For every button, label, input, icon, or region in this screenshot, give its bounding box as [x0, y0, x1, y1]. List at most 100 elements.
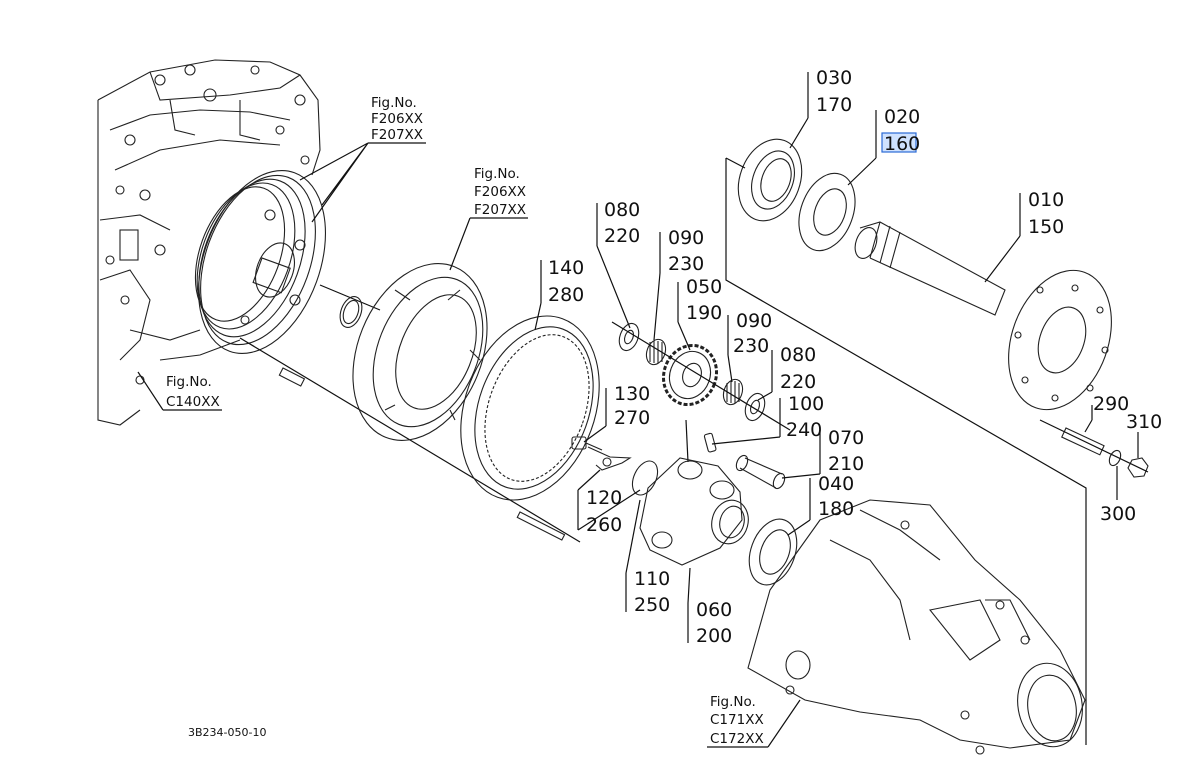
part-ref-number: 010	[1028, 189, 1064, 211]
part-qty-number: 240	[786, 419, 822, 441]
diagram-code: 3B234-050-10	[188, 726, 266, 739]
callout-100[interactable]: 100 240	[711, 393, 824, 445]
part-ref-number: 080	[780, 344, 816, 366]
axle-group-bracket	[725, 158, 1087, 745]
ring-gear-drawing	[460, 315, 600, 501]
part-ref-number: 110	[634, 568, 670, 590]
needle-bearing-090-drawing	[645, 338, 667, 366]
callout-070[interactable]: 070 210	[781, 427, 864, 479]
fig-ref-clutch-plate[interactable]: Fig.No. F206XX F207XX	[449, 166, 528, 271]
callout-120[interactable]: 120 260	[577, 469, 641, 536]
part-ref-number: 030	[816, 67, 852, 89]
fig-ref-line: C171XX	[710, 712, 764, 728]
part-ref-number: 060	[696, 599, 732, 621]
fig-ref-line: C172XX	[710, 731, 764, 747]
part-qty-number-selected[interactable]: 160	[884, 133, 920, 155]
part-qty-number: 190	[686, 302, 722, 324]
callout-040[interactable]: 040 180	[787, 473, 854, 536]
pin-100-drawing	[703, 432, 717, 453]
callout-090b[interactable]: 090 230	[727, 310, 772, 383]
axle-group-bracket-2	[725, 157, 746, 169]
part-ref-number: 090	[668, 227, 704, 249]
part-ref-number: 300	[1100, 503, 1136, 525]
planet-carrier-060-drawing	[639, 457, 749, 566]
part-ref-number: 100	[788, 393, 824, 415]
planet-shaft-070-drawing	[735, 454, 786, 490]
part-qty-number: 200	[696, 625, 732, 647]
part-qty-number: 230	[668, 253, 704, 275]
stud-axis-line	[1039, 419, 1149, 473]
collar-020-drawing	[798, 172, 856, 252]
callout-080b[interactable]: 080 220	[757, 344, 816, 401]
part-ref-number: 050	[686, 276, 722, 298]
needle-bearing-090b-drawing	[722, 378, 744, 406]
part-ref-number: 140	[548, 257, 584, 279]
callout-140[interactable]: 140 280	[534, 257, 584, 331]
part-ref-number: 090	[736, 310, 772, 332]
part-qty-number: 210	[828, 453, 864, 475]
fig-ref-housing-top[interactable]: Fig.No. F206XX F207XX	[299, 95, 426, 223]
snap-ring-drawing	[631, 460, 659, 496]
part-ref-number: 070	[828, 427, 864, 449]
axle-shaft-010-drawing	[854, 221, 1112, 411]
callout-130[interactable]: 130 270	[583, 383, 650, 443]
part-ref-number: 080	[604, 199, 640, 221]
callout-300[interactable]: 300	[1100, 466, 1136, 525]
fig-ref-line: F206XX	[371, 111, 423, 127]
part-ref-number: 120	[586, 487, 622, 509]
callout-060[interactable]: 060 200	[687, 567, 732, 647]
washer-080-drawing	[618, 322, 640, 352]
gear-stack-axis	[611, 321, 791, 431]
callout-310[interactable]: 310	[1126, 411, 1162, 458]
bearing-040-drawing	[748, 518, 798, 586]
part-qty-number: 170	[816, 94, 852, 116]
part-ref-number: 290	[1093, 393, 1129, 415]
fig-ref-line: F206XX	[474, 184, 526, 200]
part-ref-number: 310	[1126, 411, 1162, 433]
fig-ref-line: F207XX	[371, 127, 423, 143]
oil-seal-030-drawing	[737, 138, 803, 222]
fig-ref-axle-case[interactable]: Fig.No. C171XX C172XX	[707, 694, 801, 748]
pin-drawings	[278, 367, 566, 541]
callout-050[interactable]: 050 190	[677, 276, 722, 351]
fig-ref-title: Fig.No.	[371, 95, 417, 111]
stud-290-drawing	[1061, 427, 1105, 456]
callout-290[interactable]: 290	[1084, 393, 1129, 433]
o-ring-drawing	[339, 296, 363, 328]
part-qty-number: 150	[1028, 216, 1064, 238]
callout-080a[interactable]: 080 220	[596, 199, 640, 329]
fig-ref-line: C140XX	[166, 394, 220, 410]
fig-ref-title: Fig.No.	[166, 374, 212, 390]
callout-030[interactable]: 030 170	[789, 67, 852, 149]
washer-300-drawing	[1108, 449, 1122, 467]
fig-ref-title: Fig.No.	[710, 694, 756, 710]
selection-highlight	[881, 132, 917, 153]
part-qty-number: 180	[818, 498, 854, 520]
callout-090a[interactable]: 090 230	[653, 227, 704, 341]
part-qty-number: 250	[634, 594, 670, 616]
axle-case-drawing	[747, 499, 1086, 755]
part-qty-number: 220	[780, 371, 816, 393]
fig-ref-housing-left[interactable]: Fig.No. C140XX	[137, 371, 222, 411]
part-qty-number: 270	[614, 407, 650, 429]
pin-leader-line	[685, 419, 689, 463]
part-qty-number: 280	[548, 284, 584, 306]
part-ref-number: 130	[614, 383, 650, 405]
clutch-plate-drawing	[352, 263, 488, 441]
part-ref-number: 020	[884, 106, 920, 128]
part-qty-number: 260	[586, 514, 622, 536]
fig-ref-title: Fig.No.	[474, 166, 520, 182]
clutch-pack-drawing	[194, 170, 327, 354]
transmission-housing-drawing	[97, 59, 321, 426]
part-qty-number: 230	[733, 335, 769, 357]
callout-010[interactable]: 010 150	[984, 189, 1064, 283]
callout-110[interactable]: 110 250	[625, 499, 670, 616]
part-ref-number: 040	[818, 473, 854, 495]
callout-020[interactable]: 020 160	[847, 106, 920, 186]
washer-080b-drawing	[744, 392, 766, 422]
part-qty-number: 220	[604, 225, 640, 247]
bolt-130-drawing	[571, 436, 632, 471]
fig-ref-line: F207XX	[474, 202, 526, 218]
nut-310-drawing	[1127, 457, 1149, 478]
